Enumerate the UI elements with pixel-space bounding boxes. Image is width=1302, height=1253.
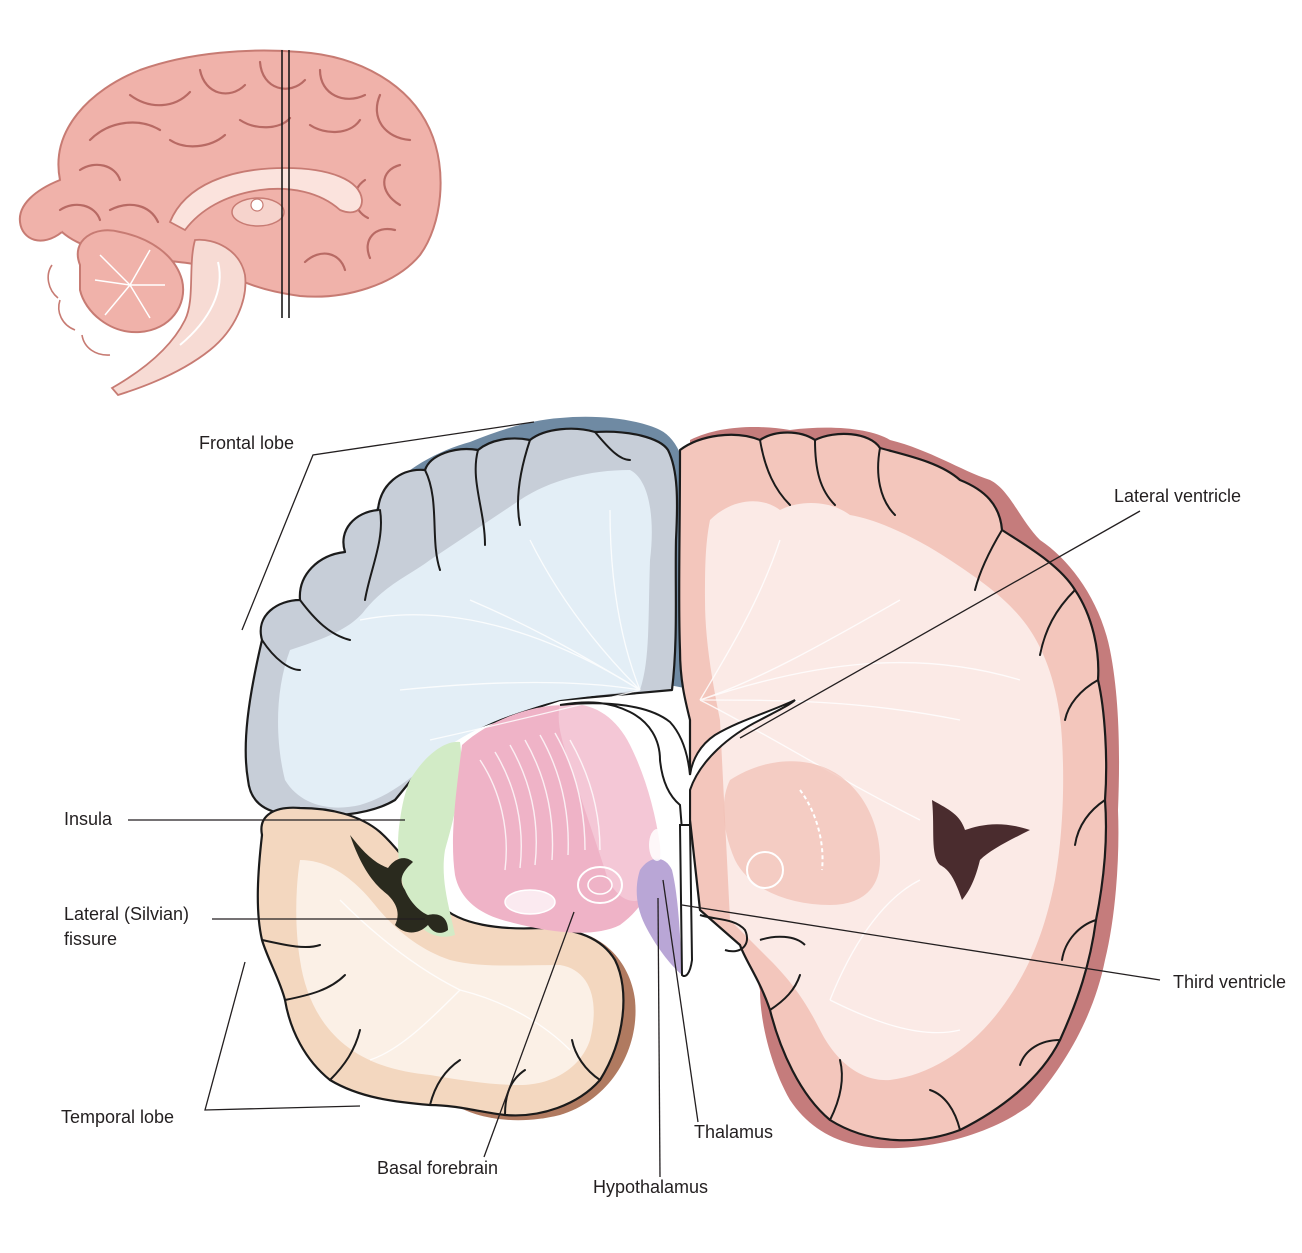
- label-basal-forebrain: Basal forebrain: [377, 1157, 498, 1179]
- label-lateral-fissure-line1: Lateral (Silvian): [64, 903, 189, 925]
- label-hypothalamus: Hypothalamus: [593, 1176, 708, 1198]
- label-temporal-lobe: Temporal lobe: [61, 1106, 174, 1128]
- hypothalamus-region: [637, 859, 682, 975]
- coronal-section: [246, 417, 1119, 1148]
- label-thalamus: Thalamus: [694, 1121, 773, 1143]
- third-ventricle-gap: [680, 825, 692, 976]
- sagittal-brain-inset: [20, 50, 441, 395]
- label-lateral-fissure-line2: fissure: [64, 928, 117, 950]
- label-frontal-lobe: Frontal lobe: [199, 432, 294, 454]
- label-third-ventricle: Third ventricle: [1173, 971, 1286, 993]
- label-insula: Insula: [64, 808, 112, 830]
- label-lateral-ventricle: Lateral ventricle: [1114, 485, 1241, 507]
